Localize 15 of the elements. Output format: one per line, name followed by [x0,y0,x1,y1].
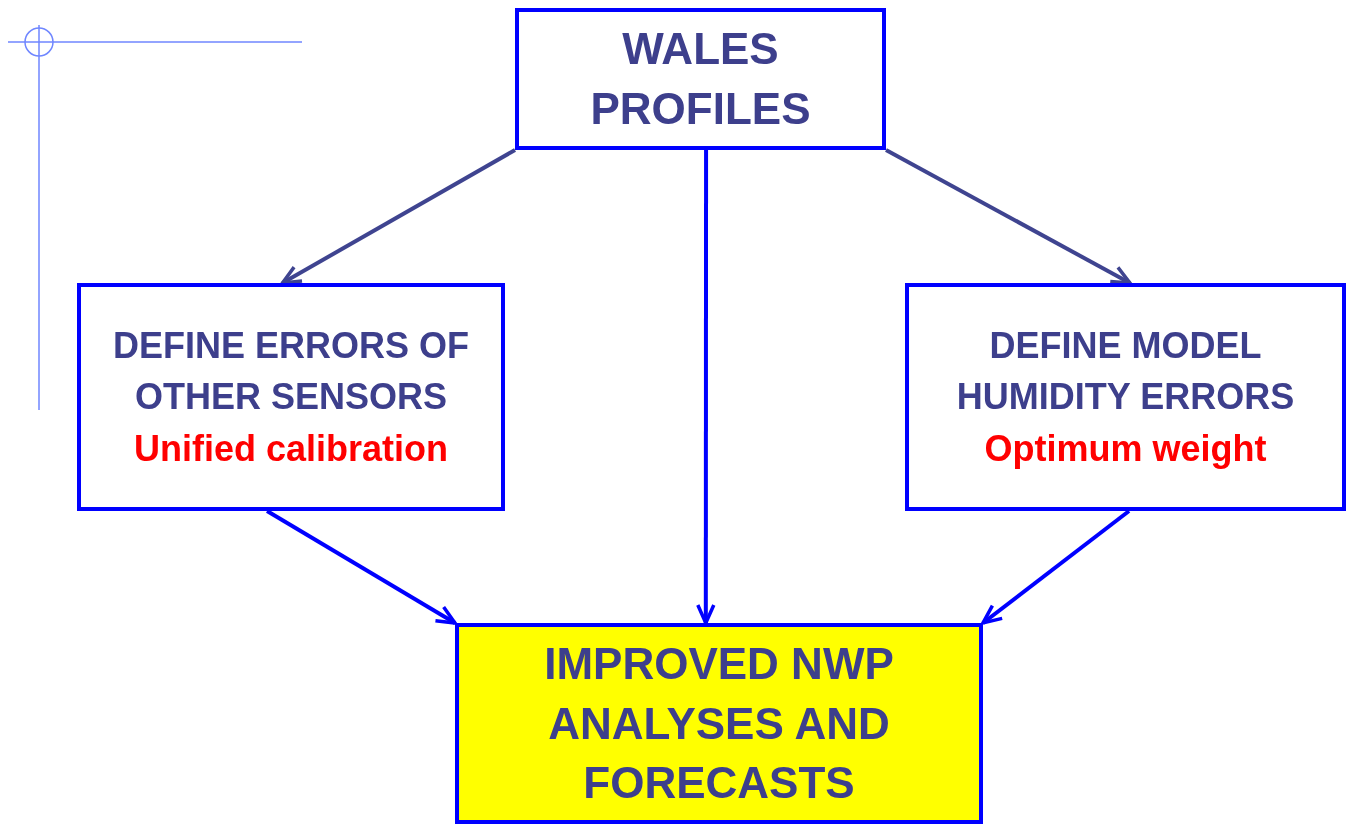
arrow [981,509,1131,625]
box-title: WALES PROFILES [589,23,812,135]
process-box [905,283,1346,511]
result-box [455,623,983,824]
arrow [696,150,716,625]
arrow [266,509,457,625]
box-note: Optimum weight [983,426,1268,471]
box-title: DEFINE ERRORS OF OTHER SENSORS [112,324,470,420]
box-title: IMPROVED NWP ANALYSES AND FORECASTS [543,637,895,810]
box-title: DEFINE MODEL HUMIDITY ERRORS [955,324,1296,420]
source-box [515,8,886,150]
process-box [77,283,505,511]
arrow [280,148,516,285]
arrow [885,148,1132,285]
box-note: Unified calibration [132,426,449,471]
